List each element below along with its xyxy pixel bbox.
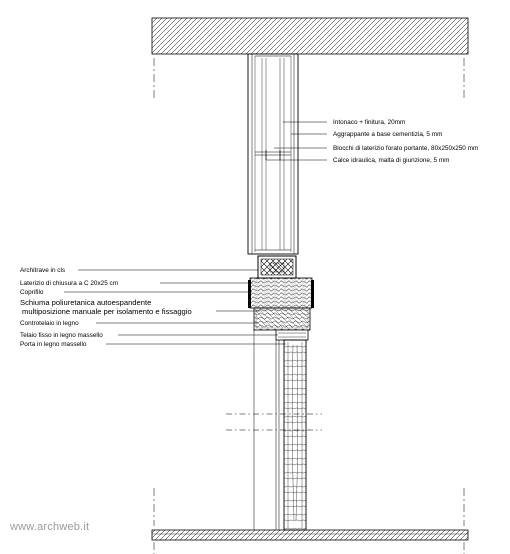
label-foam-1: Schiuma poliuretanica autoespandente (20, 298, 152, 307)
fixed-frame (275, 329, 309, 341)
foam-insulation (248, 277, 314, 309)
door-leaf (283, 339, 307, 531)
floor-slab (151, 529, 469, 541)
counter-frame (253, 307, 311, 331)
label-cover-strip: Coprifilo (20, 289, 44, 296)
label-door: Porta in legno massello (20, 341, 87, 348)
watermark: www.archweb.it (10, 521, 90, 533)
label-fixed-frame: Telaio fisso in legno massello (20, 332, 103, 339)
lintel (257, 255, 297, 279)
label-brick-blocks: Blocchi di laterizio forato portante, 80… (333, 145, 479, 152)
label-lintel: Architrave in cls (20, 267, 66, 274)
label-adhesive: Aggrappante a base cementizia, 5 mm (333, 131, 443, 138)
ceiling-slab (151, 17, 469, 55)
label-plaster: Intonaco + finitura, 20mm (333, 119, 406, 126)
leaders-left (64, 269, 286, 345)
label-mortar: Calce idraulica, malta di giunzione, 5 m… (333, 157, 450, 164)
label-counter-frame: Controtelaio in legno (20, 320, 79, 327)
label-closing-brick: Laterizio di chiusura a C 20x25 cm (20, 280, 119, 287)
leaders-right (266, 121, 327, 161)
masonry-wall (247, 53, 299, 255)
break-lines (226, 413, 322, 431)
section-limit-lines (153, 58, 465, 554)
label-foam-2: multiposizione manuale per isolamento e … (22, 307, 192, 316)
